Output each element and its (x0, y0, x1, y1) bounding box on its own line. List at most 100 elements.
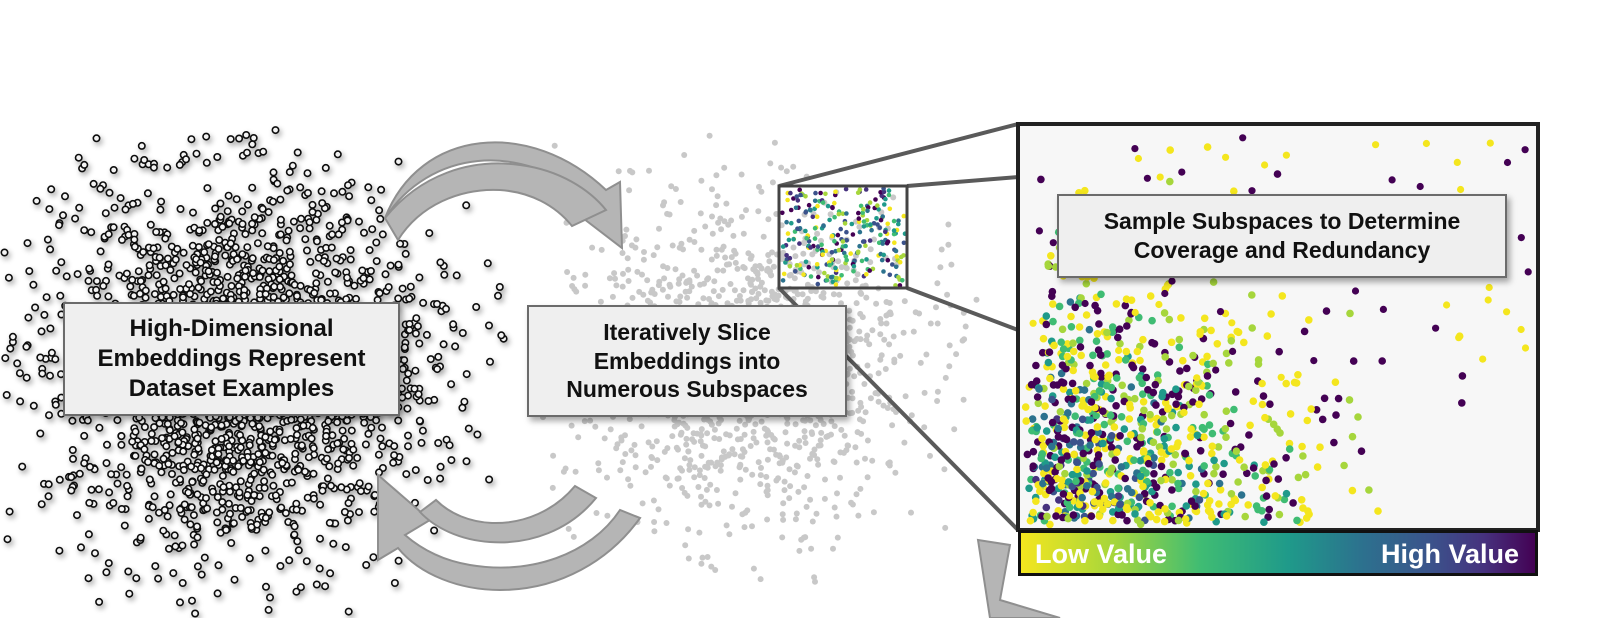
subspace-point (804, 236, 809, 241)
gray-point (570, 274, 577, 281)
embedding-point (173, 244, 182, 253)
zoom-point (1271, 492, 1280, 500)
subspace-point (844, 229, 849, 235)
gray-point (550, 452, 557, 459)
zoom-point (1282, 379, 1290, 388)
zoom-point (1192, 386, 1200, 395)
embedding-point (176, 598, 185, 607)
subspace-point (784, 253, 789, 258)
subspace-point (896, 275, 901, 280)
zoom-point (1215, 500, 1223, 508)
zoom-point (1503, 158, 1512, 167)
embedding-point (156, 205, 165, 214)
gray-point (934, 280, 941, 287)
zoom-point (1307, 405, 1315, 413)
zoom-point (1300, 327, 1309, 336)
embedding-point (268, 451, 277, 460)
gray-point (720, 267, 727, 274)
embedding-point (279, 293, 288, 302)
embedding-point (338, 426, 347, 435)
subspace-point (812, 226, 818, 231)
zoom-point (1517, 325, 1525, 334)
embedding-point (213, 268, 222, 277)
gray-point (741, 524, 748, 531)
gray-point (791, 275, 798, 282)
zoom-point (1297, 496, 1306, 504)
gray-point (837, 474, 843, 481)
zoom-point (1150, 340, 1159, 348)
embedding-point (218, 471, 227, 480)
subspace-point (813, 190, 818, 196)
gray-point (582, 282, 589, 289)
embedding-point (195, 418, 204, 427)
zoom-point (1100, 420, 1109, 429)
embedding-point (182, 155, 191, 164)
gray-point (809, 518, 816, 525)
gray-point (598, 246, 605, 253)
zoom-point (1042, 427, 1051, 435)
embedding-point (238, 250, 247, 259)
subspace-point (780, 278, 786, 283)
embedding-point (113, 479, 122, 488)
zoom-point (1175, 335, 1184, 344)
zoom-point (1101, 479, 1110, 487)
gray-point (794, 291, 801, 298)
zoom-point (1260, 518, 1268, 526)
embedding-point (329, 539, 338, 548)
gray-point (649, 443, 656, 450)
gray-point (808, 429, 815, 436)
gray-point (758, 279, 765, 286)
gray-point (857, 336, 864, 343)
zoom-point (1484, 296, 1492, 304)
gray-point (757, 472, 764, 479)
gray-point (870, 509, 877, 516)
gray-point (864, 474, 871, 481)
zoom-point (1240, 463, 1248, 472)
gray-point (803, 503, 810, 510)
gray-point (677, 431, 684, 438)
zoom-point (1222, 433, 1230, 442)
embedding-point (207, 423, 216, 432)
embedding-point (211, 204, 220, 213)
embedding-point (217, 421, 226, 430)
gray-point (626, 187, 633, 194)
embedding-point (338, 187, 347, 196)
zoom-point (1082, 311, 1091, 319)
embedding-point (292, 587, 301, 596)
embedding-point (120, 521, 129, 530)
gray-point (612, 275, 618, 282)
zoom-point (1345, 396, 1354, 404)
embedding-point (47, 348, 56, 357)
subspace-point (780, 210, 785, 216)
gray-point (742, 421, 749, 428)
zoom-point (1113, 448, 1121, 457)
zoom-point (1103, 350, 1111, 358)
embedding-point (159, 454, 168, 463)
zoom-point (1213, 340, 1222, 348)
embedding-point (179, 465, 188, 474)
embedding-point (404, 369, 413, 378)
embedding-point (92, 277, 101, 286)
gray-point (927, 452, 933, 459)
gray-point (786, 466, 793, 473)
embedding-point (386, 261, 395, 270)
embedding-point (296, 583, 305, 592)
subspace-point (814, 262, 820, 267)
gray-point (844, 280, 851, 287)
gray-point (568, 422, 575, 429)
zoom-point (1080, 386, 1089, 394)
sample-label: Sample Subspaces to Determine Coverage a… (1057, 194, 1507, 278)
zoom-point (1258, 400, 1267, 409)
gray-point (609, 293, 616, 300)
embedding-point (306, 257, 315, 266)
embedding-point (296, 281, 305, 290)
zoom-point (1037, 454, 1045, 463)
embedding-point (55, 475, 64, 484)
zoom-point (1166, 468, 1174, 477)
subspace-point (864, 257, 869, 262)
embedding-point (372, 257, 381, 266)
subspace-point (880, 241, 885, 246)
embedding-point (333, 150, 342, 159)
zoom-point (1166, 146, 1174, 154)
zoom-point (1067, 312, 1075, 321)
